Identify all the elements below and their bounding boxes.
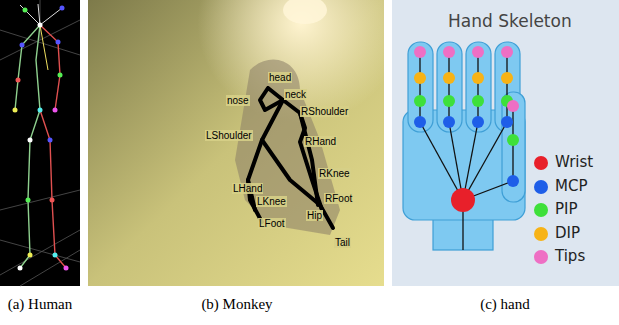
legend-swatch <box>534 227 548 241</box>
keypoint-label: Tail <box>334 237 351 248</box>
keypoint-label: LFoot <box>258 218 286 229</box>
monkey-photo <box>88 0 384 286</box>
keypoint-label: RShoulder <box>300 106 349 117</box>
panel-caption: (b) Monkey <box>201 296 272 313</box>
hand-skeleton <box>392 0 619 286</box>
keypoint-label: RHand <box>304 136 337 147</box>
legend-text: DIP <box>555 225 580 242</box>
keypoint-label: LHand <box>232 183 263 194</box>
legend-swatch <box>534 156 548 170</box>
keypoint-label: Hip <box>306 210 323 221</box>
keypoint-label: LShoulder <box>205 130 253 141</box>
legend-swatch <box>534 180 548 194</box>
keypoint-label: RKnee <box>318 168 351 179</box>
keypoint-label: LKnee <box>256 196 287 207</box>
panel-caption: (c) hand <box>480 296 530 313</box>
keypoint-label: nose <box>226 95 250 106</box>
keypoint-label: RFoot <box>324 193 353 204</box>
panel-caption: (a) Human <box>8 296 73 313</box>
legend-swatch <box>534 250 548 264</box>
panel-heading: Hand Skeleton <box>448 12 572 31</box>
legend-text: MCP <box>555 178 587 195</box>
human-skeleton <box>0 0 80 286</box>
legend-text: Tips <box>555 248 585 265</box>
legend-text: PIP <box>555 201 578 218</box>
keypoint-label: neck <box>284 89 307 100</box>
keypoint-label: head <box>268 72 292 83</box>
legend-swatch <box>534 203 548 217</box>
legend-text: Wrist <box>555 154 593 171</box>
